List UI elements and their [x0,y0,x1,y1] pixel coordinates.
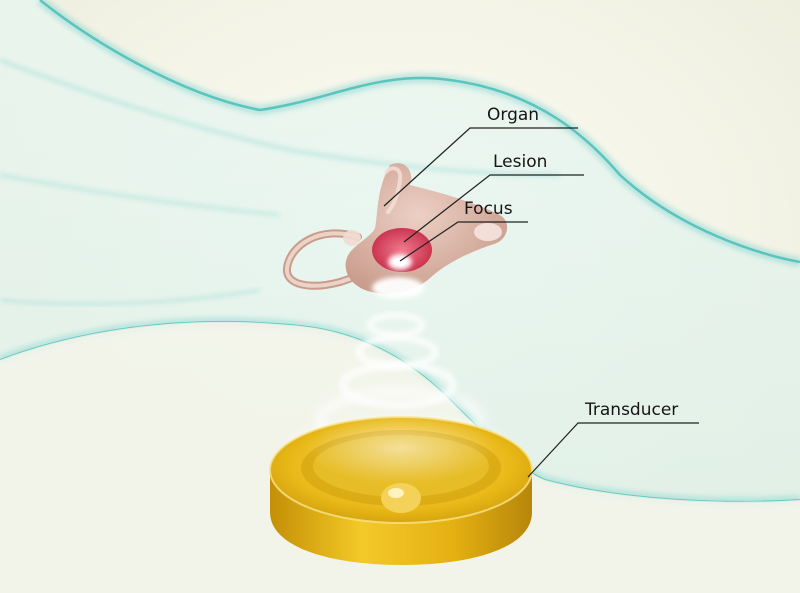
lesion-leader-line [403,174,584,243]
leader-lines [383,127,699,478]
focus-point [388,254,412,270]
organ-label: Organ [487,105,539,125]
transducer [269,413,533,565]
lesion [372,228,432,272]
organ-leader-line [383,127,578,207]
focus-label: Focus [464,199,513,219]
transducer-label: Transducer [584,400,678,420]
transducer-leader-line [527,422,699,478]
lesion-label: Lesion [493,152,547,172]
focus-leader-line [399,221,528,262]
